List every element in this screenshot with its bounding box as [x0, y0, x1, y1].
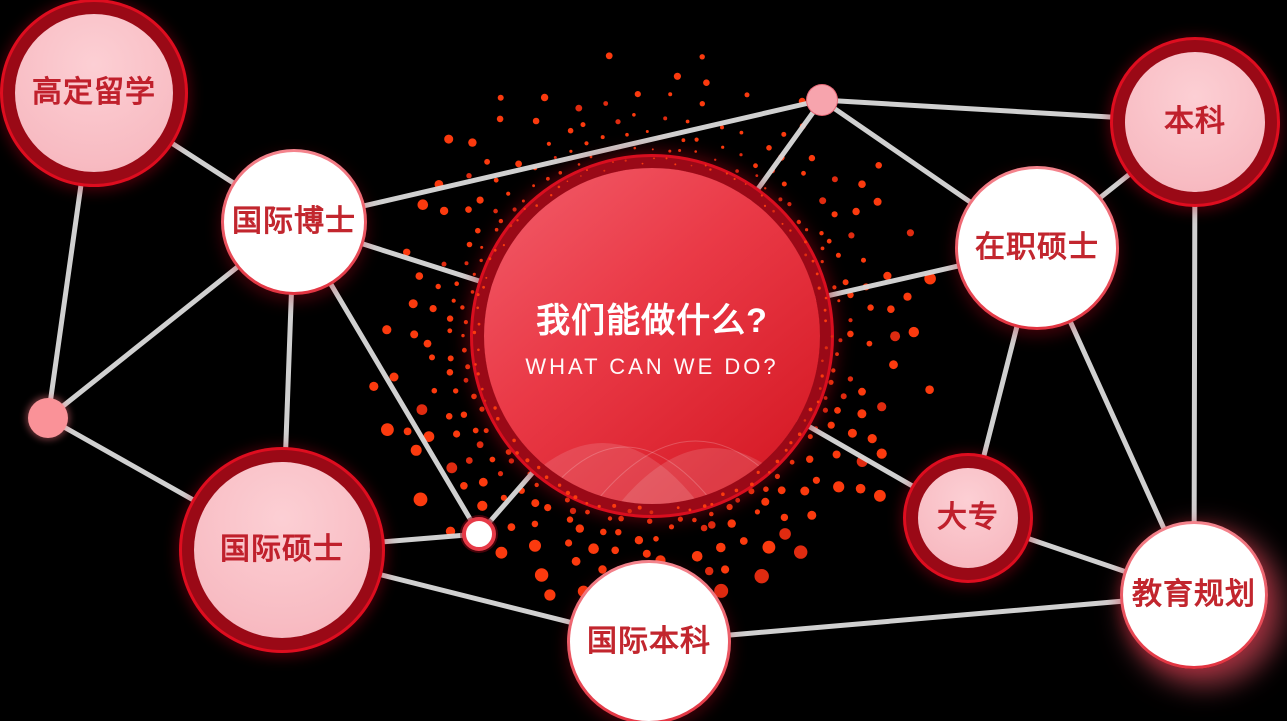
node-dazhuan[interactable]: 大专: [918, 468, 1018, 568]
node-gaoding[interactable]: 高定留学: [15, 14, 173, 172]
node-label: 本科: [1164, 105, 1226, 138]
node-boshi[interactable]: 国际博士: [221, 149, 367, 295]
node-label: 大专: [937, 501, 999, 534]
node-dot-white: [462, 517, 496, 551]
node-guojibenke[interactable]: 国际本科: [567, 560, 731, 721]
node-jiaoyu[interactable]: 教育规划: [1120, 521, 1268, 669]
node-zaizhi[interactable]: 在职硕士: [955, 166, 1119, 330]
node-dot-top: [806, 84, 838, 116]
node-benke[interactable]: 本科: [1125, 52, 1265, 192]
node-label: 国际硕士: [220, 533, 344, 566]
node-label: 国际博士: [232, 205, 356, 238]
node-label: 教育规划: [1132, 578, 1256, 611]
node-label: 高定留学: [32, 76, 156, 109]
node-label: 在职硕士: [975, 231, 1099, 264]
node-dot-left: [28, 398, 68, 438]
node-shuoshi[interactable]: 国际硕士: [194, 462, 370, 638]
node-label: 国际本科: [587, 625, 711, 658]
